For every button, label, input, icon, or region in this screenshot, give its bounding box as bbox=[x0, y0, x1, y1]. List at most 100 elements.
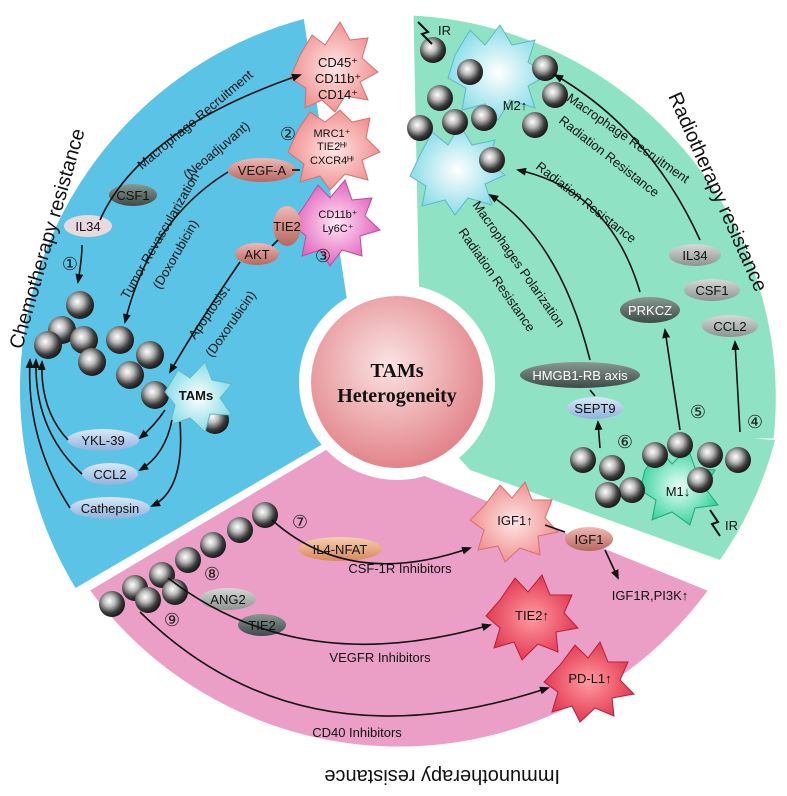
step-3-marker: ③ bbox=[315, 246, 331, 267]
igf1r-label: IGF1R,PI3K↑ bbox=[612, 588, 689, 603]
il34-pill: IL34 bbox=[64, 215, 112, 237]
akt-pill: AKT bbox=[235, 243, 279, 265]
cd45-cell bbox=[289, 21, 379, 113]
arrow-akt-tie2 bbox=[271, 239, 279, 247]
arrow-cd40 bbox=[139, 611, 550, 717]
arrow-ccl2-back bbox=[31, 358, 83, 475]
arrow-radio-recruitment bbox=[553, 73, 701, 241]
tie2up-label: TIE2↑ bbox=[515, 608, 549, 623]
arrow-m1-sept9 bbox=[594, 420, 603, 449]
igf1-cell bbox=[469, 481, 559, 563]
tie2hi-label: TIE2ᴴⁱ bbox=[317, 141, 347, 153]
svg-text:CSF1: CSF1 bbox=[695, 283, 728, 298]
arrow-il34 bbox=[75, 244, 84, 284]
step-1-marker: ① bbox=[62, 254, 78, 275]
igf1-pill: IGF1 bbox=[565, 527, 613, 551]
svg-text:Cathepsin: Cathepsin bbox=[81, 501, 140, 516]
tie2-pill-immuno: TIE2 bbox=[238, 614, 286, 636]
svg-text:IL34: IL34 bbox=[682, 248, 707, 263]
svg-text:IGF1: IGF1 bbox=[575, 532, 604, 547]
arrow-igf1-receptor bbox=[604, 549, 619, 580]
svg-text:CCL2: CCL2 bbox=[713, 319, 746, 334]
cathepsin-pill: Cathepsin bbox=[70, 497, 150, 519]
svg-text:IL4-NFAT: IL4-NFAT bbox=[313, 542, 368, 557]
chemo-cell-cluster bbox=[34, 291, 229, 434]
igf1up-label: IGF1↑ bbox=[497, 513, 532, 528]
step-7-marker: ⑦ bbox=[292, 512, 308, 533]
svg-text:SEPT9: SEPT9 bbox=[574, 401, 615, 416]
tams-cell bbox=[164, 361, 233, 433]
arrow-ykl39 bbox=[138, 409, 166, 440]
cd11b-ly6c-label1: CD11b⁺ bbox=[318, 209, 357, 221]
csf1-pill-radio: CSF1 bbox=[684, 279, 740, 301]
svg-text:PRKCZ: PRKCZ bbox=[628, 303, 672, 318]
arrow-csf1r bbox=[271, 519, 472, 565]
arrow-hmgb1-resistance bbox=[488, 193, 591, 361]
csf1r-label: CSF-1R Inhibitors bbox=[348, 561, 452, 576]
cd11b-label: CD11b⁺ bbox=[315, 71, 361, 86]
arrow-apoptosis bbox=[169, 261, 241, 374]
ir-bottom-label: IR bbox=[725, 518, 738, 533]
arrow-ykl39-back bbox=[37, 360, 69, 441]
step-4-marker: ④ bbox=[747, 412, 763, 433]
step-9-marker: ⑨ bbox=[164, 610, 180, 631]
svg-text:YKL-39: YKL-39 bbox=[81, 433, 124, 448]
m1-label: M1↓ bbox=[666, 484, 691, 499]
svg-text:TIE2: TIE2 bbox=[248, 618, 275, 633]
tie2-pill: TIE2 bbox=[273, 206, 301, 246]
mrc1-cell bbox=[287, 109, 381, 191]
il34-pill-radio: IL34 bbox=[669, 244, 721, 266]
cd11b-ly6c-label2: Ly6C⁺ bbox=[322, 223, 353, 235]
arrow-cathepsin-back bbox=[25, 358, 71, 509]
svg-text:ANG2: ANG2 bbox=[210, 592, 245, 607]
ir-bolt-top bbox=[417, 21, 433, 45]
svg-text:VEGF-A: VEGF-A bbox=[238, 163, 287, 178]
pdl1-label: PD-L1↑ bbox=[568, 671, 611, 686]
step-5-marker: ⑤ bbox=[690, 402, 706, 423]
pdl1-cell bbox=[543, 640, 636, 723]
radio-bottom-cells bbox=[570, 432, 751, 526]
vegfr-label: VEGFR Inhibitors bbox=[329, 650, 431, 665]
ir-top-label: IR bbox=[438, 23, 451, 38]
radio-sector bbox=[410, 12, 779, 442]
arrow-igf1-cell-pill bbox=[544, 524, 566, 533]
arrow-m1-prkcz bbox=[662, 328, 681, 431]
step-6-marker: ⑥ bbox=[617, 432, 633, 453]
mrc1-label: MRC1⁺ bbox=[314, 128, 351, 140]
sept9-pill: SEPT9 bbox=[567, 397, 623, 419]
arrow-revascularization bbox=[123, 171, 229, 324]
prkcz-pill: PRKCZ bbox=[620, 297, 680, 323]
arrow-ccl2 bbox=[138, 419, 173, 472]
ccl2-pill-radio: CCL2 bbox=[702, 315, 758, 337]
svg-text:HMGB1-RB axis: HMGB1-RB axis bbox=[532, 368, 628, 383]
arrow-macrophage-recruitment bbox=[99, 73, 302, 221]
immuno-cell-chain bbox=[99, 502, 278, 617]
svg-text:CSF1: CSF1 bbox=[116, 188, 149, 203]
center-title-line2: Heterogeneity bbox=[337, 385, 457, 407]
arrow-vegfr bbox=[167, 577, 492, 646]
m2-label: M2↑ bbox=[503, 98, 528, 113]
step-8-marker: ⑧ bbox=[204, 564, 220, 585]
cd45-label: CD45⁺ bbox=[318, 55, 358, 70]
svg-text:IL34: IL34 bbox=[75, 219, 100, 234]
cd11b-ly6c-cell bbox=[291, 179, 381, 267]
arrow-prkcz-resistance bbox=[516, 167, 641, 293]
vegfa-pill: VEGF-A bbox=[228, 158, 296, 182]
cd40-label: CD40 Inhibitors bbox=[312, 725, 402, 740]
step-2-marker: ② bbox=[280, 124, 296, 145]
cd14-label: CD14⁺ bbox=[318, 87, 358, 102]
svg-text:CCL2: CCL2 bbox=[93, 467, 126, 482]
ccl2-pill-chemo: CCL2 bbox=[82, 463, 138, 485]
svg-text:AKT: AKT bbox=[244, 247, 269, 262]
immuno-section-title: Immunotherapy resistance bbox=[324, 765, 560, 787]
ang2-pill: ANG2 bbox=[200, 588, 256, 610]
ykl39-pill: YKL-39 bbox=[67, 429, 139, 451]
ir-bolt-bottom bbox=[709, 509, 721, 537]
il4nfat-pill: IL4-NFAT bbox=[298, 537, 382, 561]
svg-text:TIE2: TIE2 bbox=[273, 219, 300, 234]
tams-label: TAMs bbox=[179, 388, 213, 403]
hmgb1-pill: HMGB1-RB axis bbox=[520, 362, 640, 388]
center-title-line1: TAMs bbox=[371, 360, 424, 382]
csf1-pill: CSF1 bbox=[109, 184, 157, 206]
